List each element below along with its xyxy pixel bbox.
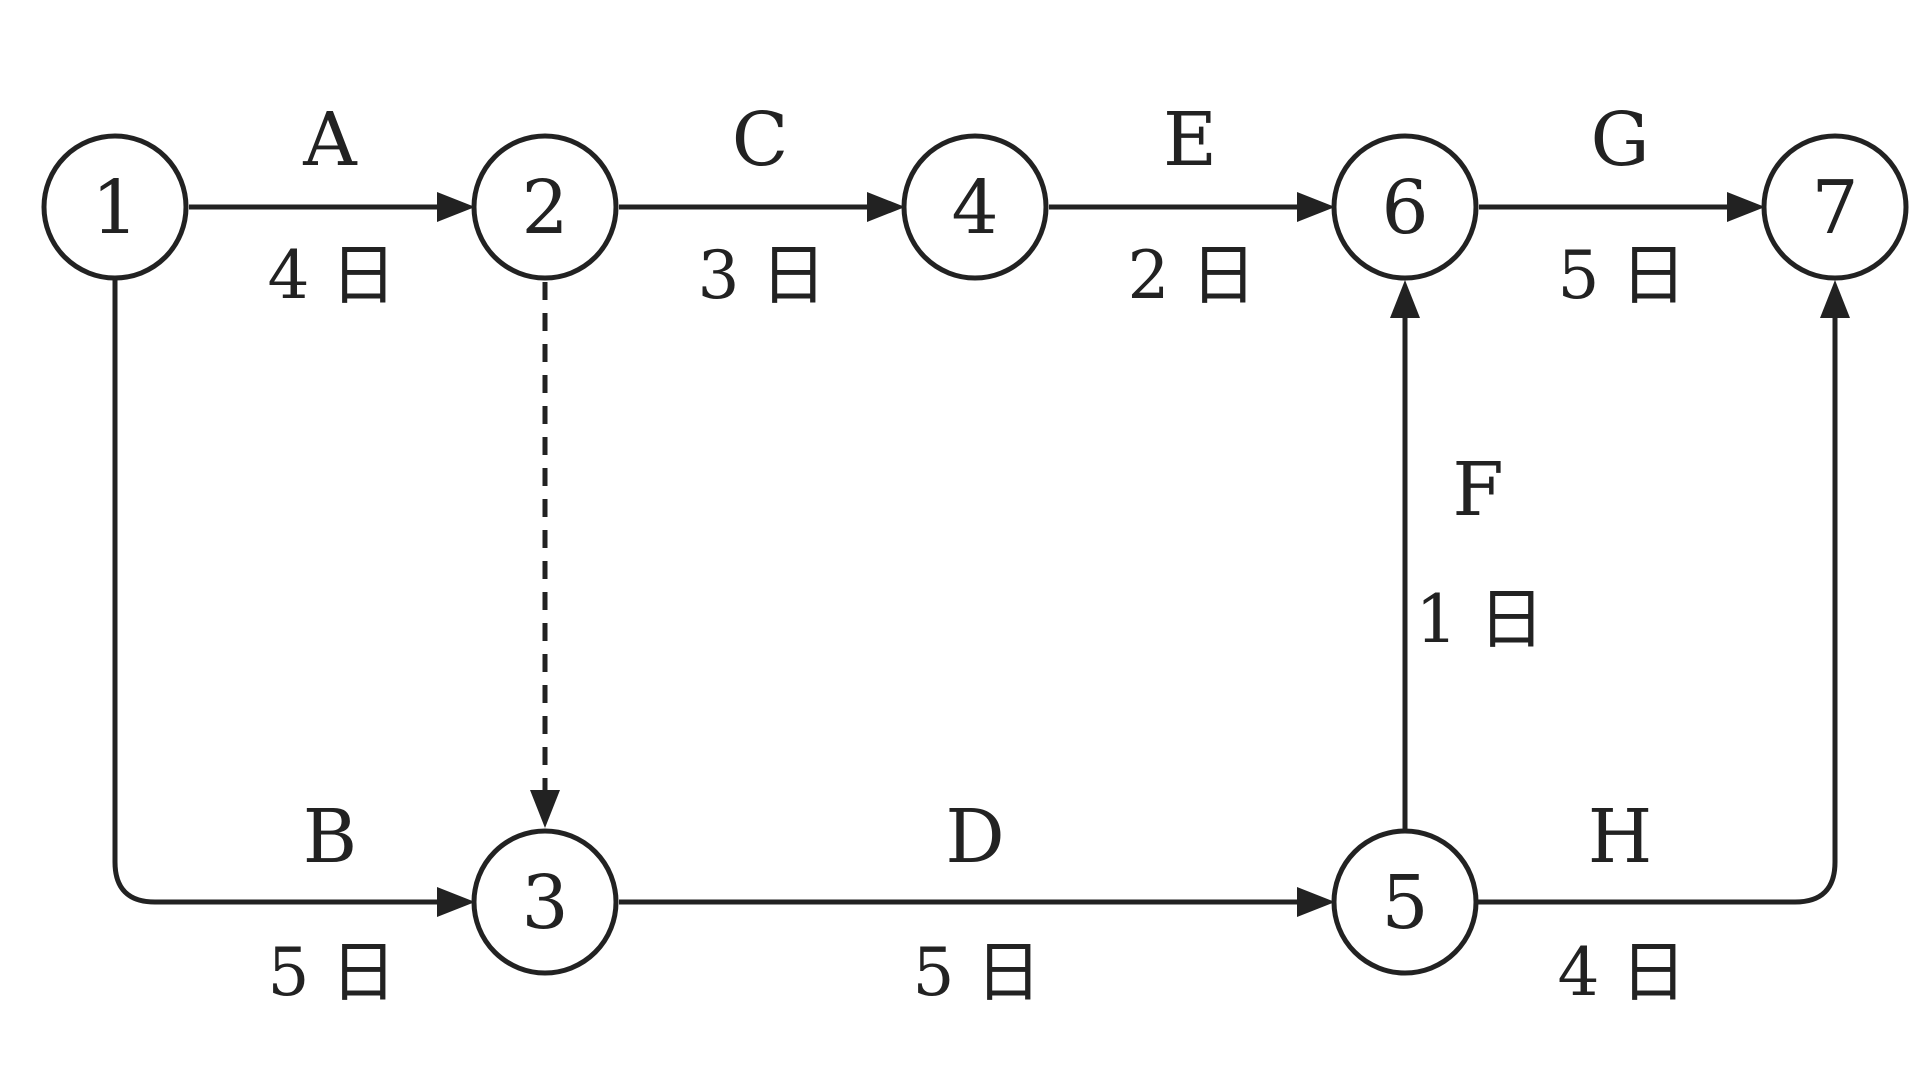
node-6-label: 6 xyxy=(1381,165,1428,251)
edge-c xyxy=(619,192,905,222)
node-7: 7 xyxy=(1761,133,1909,281)
activity-g-duration: 5 日 xyxy=(1558,237,1687,314)
node-3: 3 xyxy=(471,828,619,976)
node-5-label: 5 xyxy=(1381,860,1428,946)
activity-d-name: D xyxy=(945,794,1004,880)
node-2: 2 xyxy=(471,133,619,281)
edge-a xyxy=(189,192,475,222)
node-7-label: 7 xyxy=(1811,165,1858,251)
node-1: 1 xyxy=(41,133,189,281)
activity-d-duration: 5 日 xyxy=(913,934,1042,1011)
activity-h-duration: 4 日 xyxy=(1558,934,1687,1011)
edge-d xyxy=(619,887,1335,917)
edge-f xyxy=(1390,280,1420,830)
activity-c-name: C xyxy=(732,97,789,183)
edge-e xyxy=(1049,192,1335,222)
node-5: 5 xyxy=(1331,828,1479,976)
edge-dummy-2-3 xyxy=(530,282,560,828)
edge-h xyxy=(1477,280,1850,905)
edge-g xyxy=(1479,192,1765,222)
node-6: 6 xyxy=(1331,133,1479,281)
node-3-label: 3 xyxy=(521,860,568,946)
activity-g-name: G xyxy=(1590,97,1649,183)
activity-f-name: F xyxy=(1452,447,1503,533)
node-4-label: 4 xyxy=(951,165,998,251)
activity-f-duration: 1 日 xyxy=(1416,581,1545,658)
activity-a-name: A xyxy=(302,97,358,183)
activity-a-duration: 4 日 xyxy=(268,237,397,314)
node-2-label: 2 xyxy=(521,165,568,251)
activity-e-name: E xyxy=(1163,97,1217,183)
activity-c-duration: 3 日 xyxy=(698,237,827,314)
activity-h-name: H xyxy=(1588,794,1653,880)
edge-b xyxy=(112,279,475,917)
node-4: 4 xyxy=(901,133,1049,281)
activity-b-name: B xyxy=(303,794,357,880)
activity-b-duration: 5 日 xyxy=(268,934,397,1011)
activity-e-duration: 2 日 xyxy=(1128,237,1257,314)
node-1-label: 1 xyxy=(91,165,138,251)
